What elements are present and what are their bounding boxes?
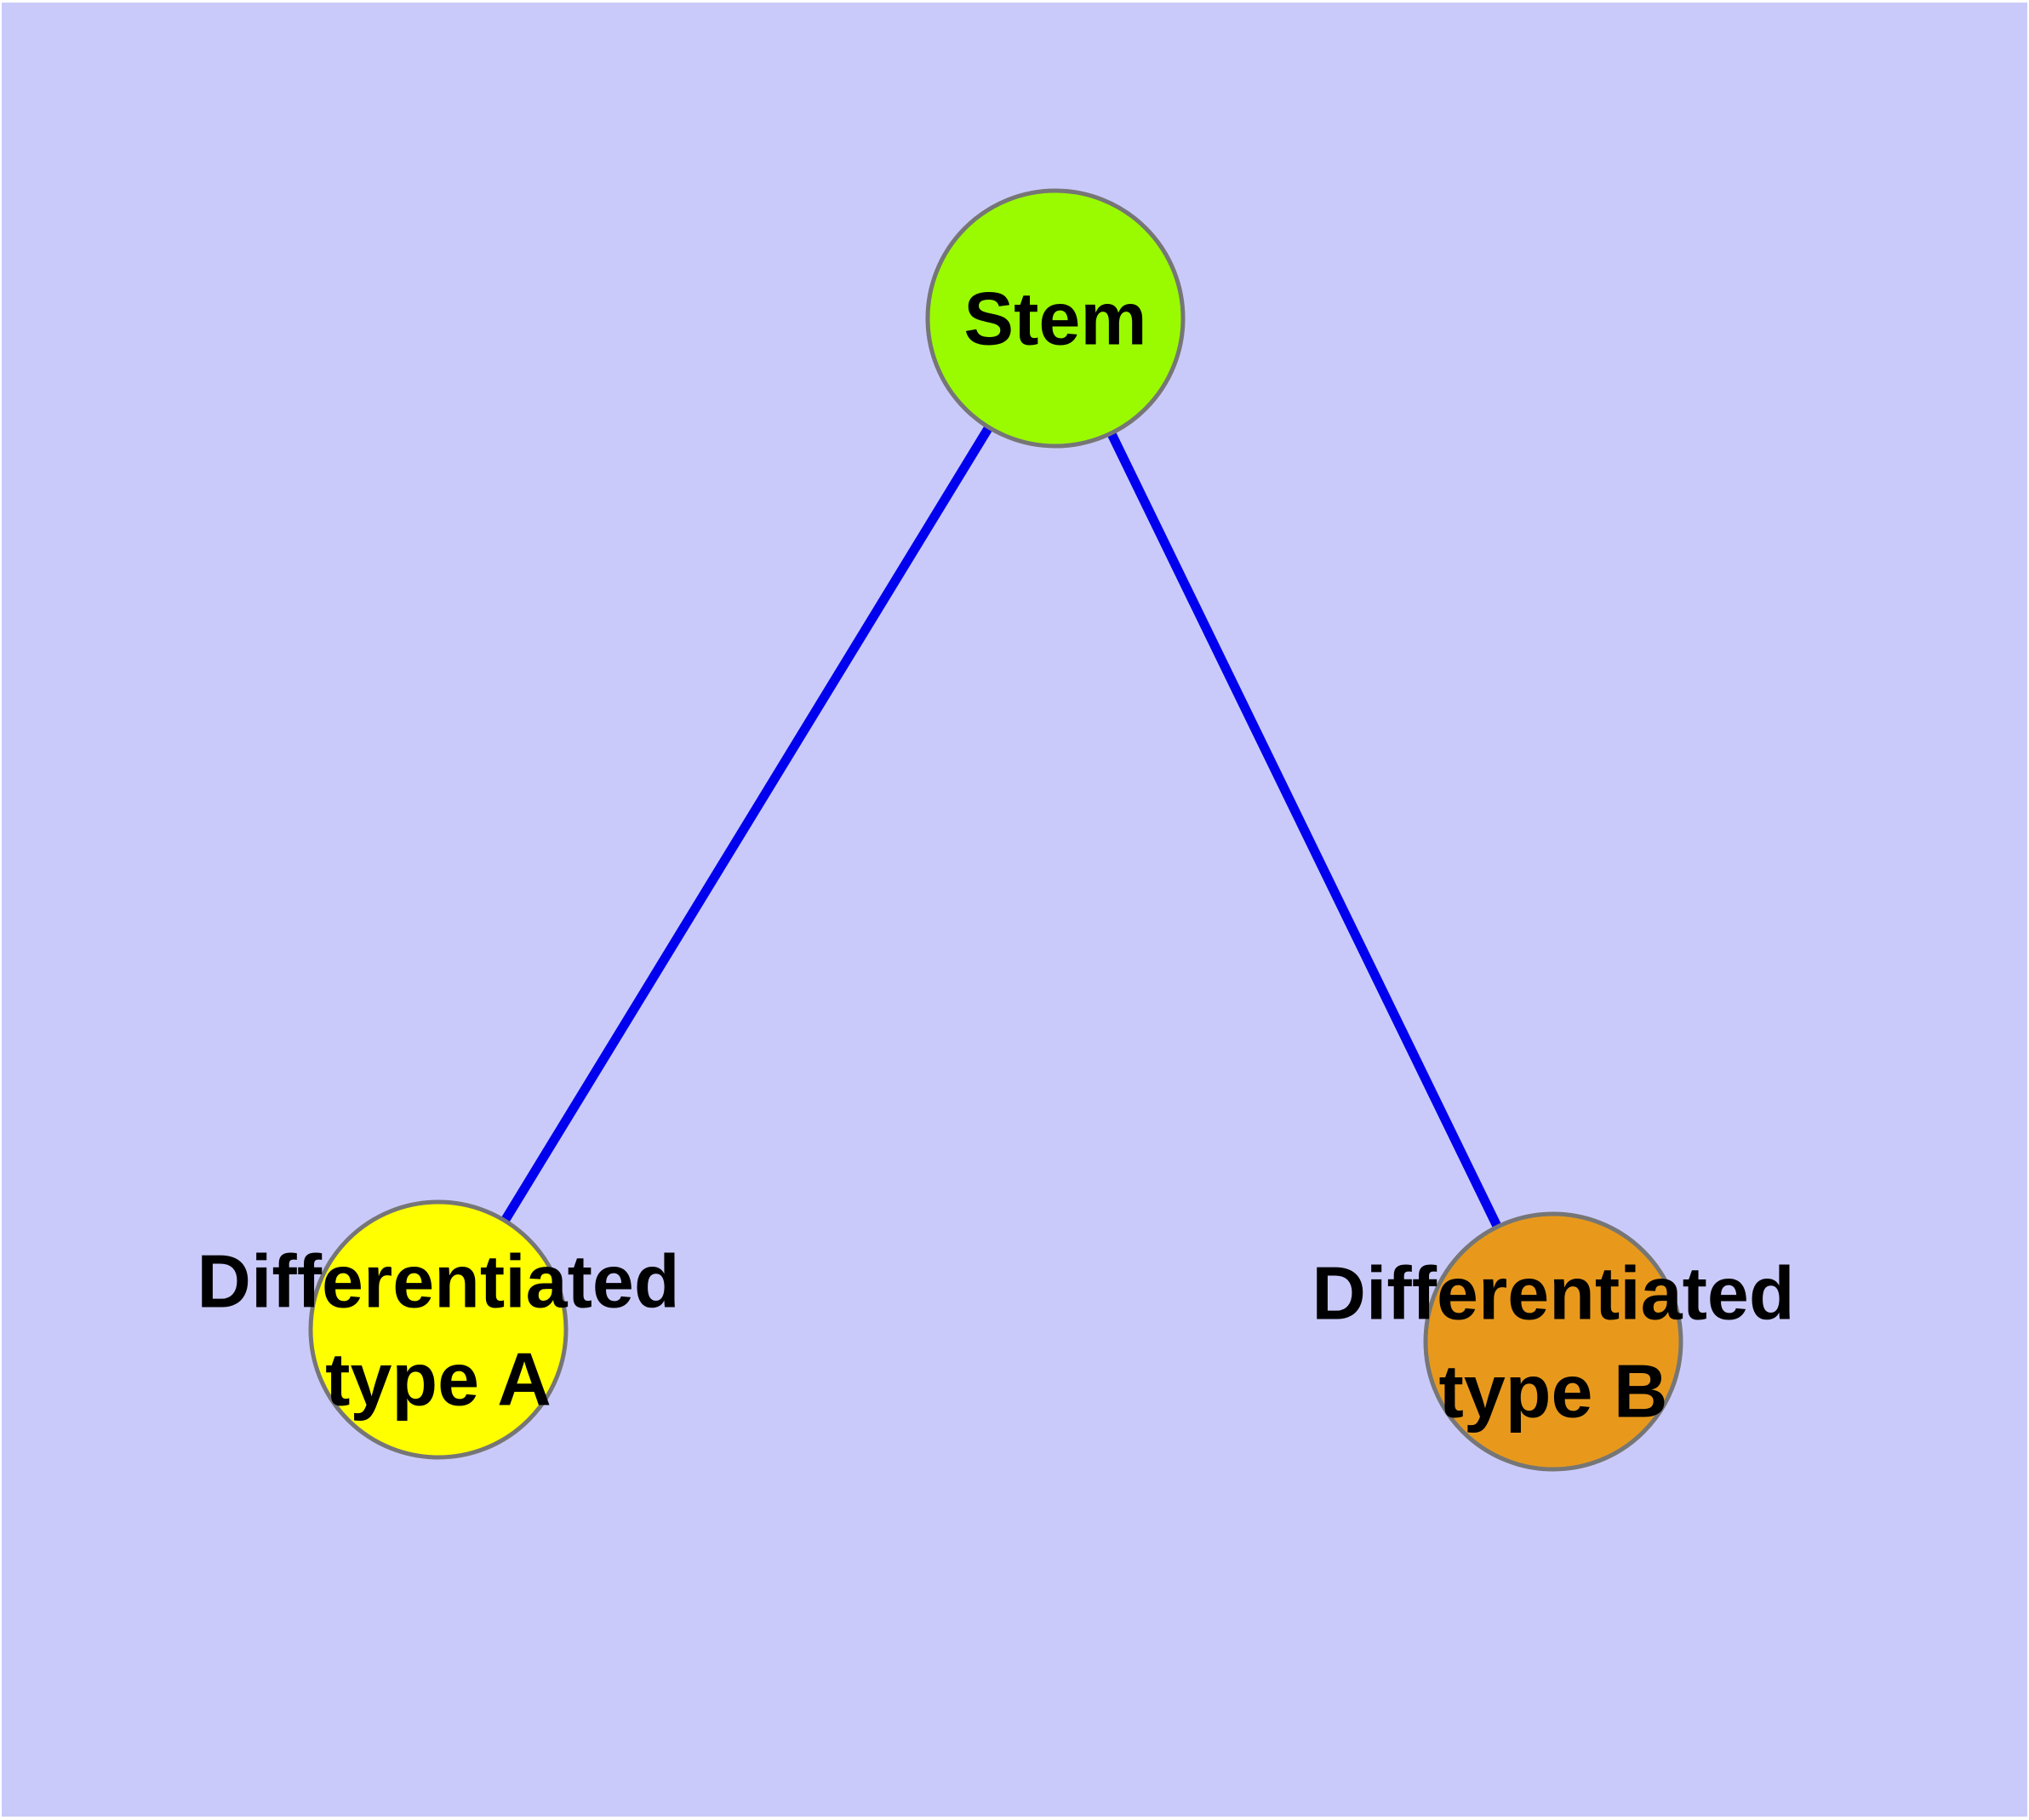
node-differentiated-type-a: Differentiated type A: [197, 1199, 680, 1460]
stem-node-label: Stem: [963, 277, 1146, 361]
type-a-node-label-line2: type A: [325, 1337, 552, 1422]
type-b-node-circle: [1423, 1211, 1683, 1472]
node-stem: Stem: [925, 188, 1186, 449]
type-a-node-label-line1: Differentiated: [197, 1239, 679, 1324]
node-differentiated-type-b: Differentiated type B: [1312, 1211, 1795, 1472]
stem-node-circle: [925, 188, 1186, 449]
edge-stem-to-type-b: [1051, 316, 1557, 1344]
type-b-node-label-line2: type B: [1439, 1349, 1668, 1434]
type-a-node-circle: [308, 1199, 569, 1460]
edge-stem-to-type-a: [434, 316, 1060, 1332]
type-b-node-label-line1: Differentiated: [1312, 1251, 1794, 1336]
